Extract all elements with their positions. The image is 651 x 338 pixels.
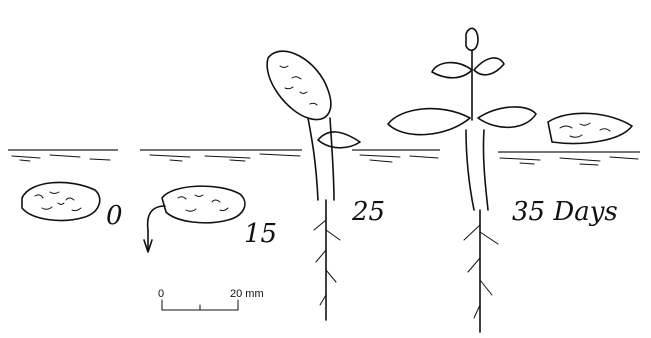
seed-stage-15 [144, 186, 245, 252]
stage-label-0: 0 [106, 201, 123, 231]
stage-label-25: 25 [351, 197, 385, 227]
plant-stage-35 [388, 28, 536, 332]
scale-end-label: 20 mm [230, 288, 264, 300]
scale-bar: 0 20 mm [158, 288, 264, 310]
stage-label-35: 35 Days [512, 197, 618, 227]
stage-label-15: 15 [244, 219, 277, 249]
seed-coat-fragment [548, 113, 632, 143]
seedling-stage-25 [267, 51, 360, 320]
seed-stage-0 [22, 182, 100, 220]
soil-surface [8, 150, 640, 165]
scale-start-label: 0 [158, 288, 164, 300]
